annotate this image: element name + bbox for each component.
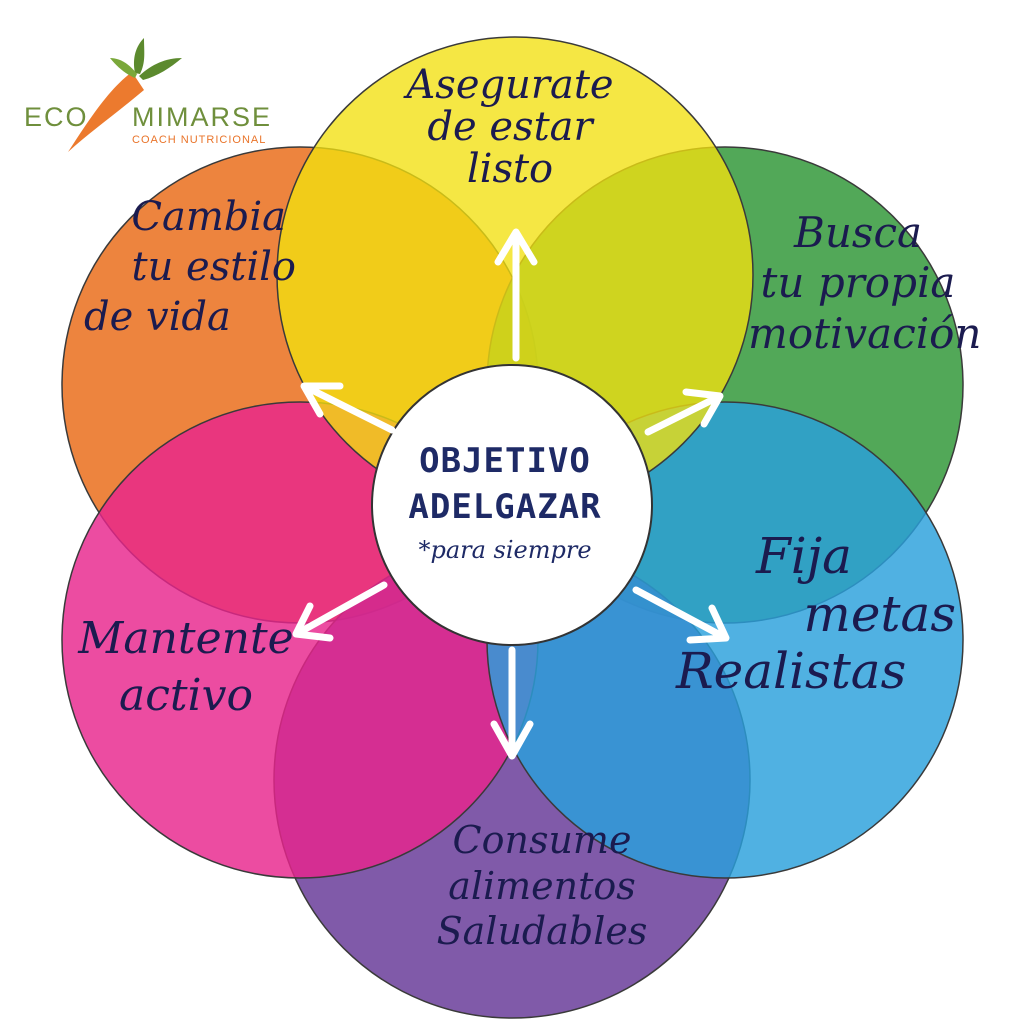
petal-line: metas <box>803 584 956 643</box>
petal-text-yellow: Asegurate de estar listo <box>395 64 625 190</box>
petal-line: Realistas <box>676 642 907 700</box>
petal-text-blue: Fija metas Realistas <box>676 527 966 701</box>
arrow-icon <box>292 228 730 760</box>
petal-line: de estar <box>427 104 593 150</box>
petal-line: Mantente <box>78 613 294 664</box>
center-title-line1: OBJETIVO <box>419 441 591 481</box>
petal-line: Asegurate <box>406 62 614 108</box>
arrow-down <box>490 646 534 760</box>
logo: ECO MIMARSE COACH NUTRICIONAL <box>24 28 298 198</box>
logo-word-mimarse: MIMARSE <box>132 102 273 132</box>
arrow-down-right <box>632 586 730 644</box>
petal-line: alimentos <box>448 863 636 908</box>
arrow-up <box>494 228 538 362</box>
petal-line: motivación <box>748 308 982 358</box>
petal-line: listo <box>466 146 554 192</box>
center-circle <box>371 364 653 646</box>
petal-line: Busca <box>793 208 923 257</box>
petal-line: de vida <box>84 294 231 340</box>
petal-text-orange: Cambia tu estilo de vida <box>76 192 296 342</box>
logo-word-eco: ECO <box>24 102 89 132</box>
petal-text-purple: Consume alimentos Saludables <box>412 818 672 955</box>
petal-text-green: Busca tu propia motivación <box>748 208 982 359</box>
center-title-line2: ADELGAZAR <box>408 487 602 527</box>
petal-line: Cambia <box>131 194 286 240</box>
petal-line: tu propia <box>760 258 956 308</box>
petal-line: Saludables <box>436 909 648 954</box>
logo-subtitle: COACH NUTRICIONAL <box>132 134 267 146</box>
center-label: OBJETIVO ADELGAZAR *para siempre <box>385 438 625 564</box>
carrot-icon <box>68 38 182 152</box>
center-note: *para siempre <box>418 536 592 564</box>
petal-line: activo <box>119 670 253 722</box>
petal-line: tu estilo <box>131 244 297 290</box>
petal-text-pink: Mantente activo <box>76 610 296 724</box>
arrow-up-left <box>300 382 396 434</box>
arrow-up-right <box>644 388 724 436</box>
petal-line: Consume <box>452 818 632 862</box>
petal-line: Fija <box>756 527 852 585</box>
arrow-down-left <box>292 581 388 642</box>
